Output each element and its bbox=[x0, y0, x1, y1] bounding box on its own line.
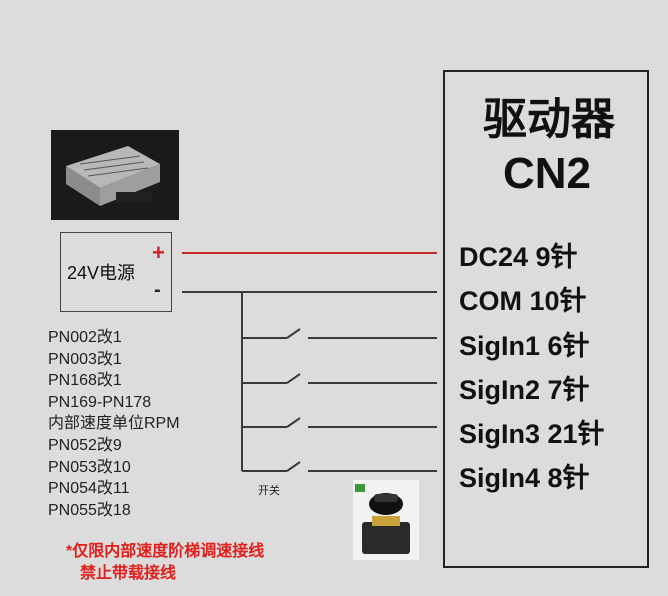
param-line: PN169-PN178 bbox=[48, 393, 152, 411]
warning-line-2: 禁止带载接线 bbox=[80, 565, 177, 582]
pin-com: COM 10针 bbox=[459, 286, 587, 316]
param-line: PN003改1 bbox=[48, 350, 122, 368]
param-line: PN054改11 bbox=[48, 480, 130, 498]
pin-sigin1: SigIn1 6针 bbox=[459, 331, 590, 361]
pin-sigin3: SigIn3 21针 bbox=[459, 419, 605, 449]
negative-terminal: - bbox=[154, 279, 161, 301]
param-line: PN052改9 bbox=[48, 436, 122, 454]
param-line: PN168改1 bbox=[48, 372, 122, 390]
power-supply-label: 24V电源 bbox=[67, 263, 136, 283]
warning-line-1: *仅限内部速度阶梯调速接线 bbox=[66, 543, 265, 560]
switch-3 bbox=[242, 417, 437, 428]
power-supply-photo bbox=[51, 130, 179, 220]
pin-dc24: DC24 9针 bbox=[459, 242, 578, 272]
power-supply-box bbox=[60, 232, 172, 312]
switch-1 bbox=[242, 328, 437, 339]
driver-title: 驱动器 bbox=[483, 95, 615, 144]
positive-terminal: + bbox=[152, 240, 165, 265]
switch-4 bbox=[242, 461, 437, 472]
pin-sigin4: SigIn4 8针 bbox=[459, 463, 590, 493]
param-line: PN053改10 bbox=[48, 458, 131, 476]
switch-2 bbox=[242, 373, 437, 384]
rotary-switch-photo bbox=[353, 480, 419, 560]
driver-box bbox=[443, 70, 649, 568]
connector-name: CN2 bbox=[503, 149, 592, 198]
param-line: 内部速度单位RPM bbox=[48, 415, 180, 433]
parameter-list: PN002改1 PN003改1 PN168改1 PN169-PN178 内部速度… bbox=[48, 327, 180, 521]
param-line: PN055改18 bbox=[48, 501, 131, 519]
param-line: PN002改1 bbox=[48, 329, 122, 346]
pin-sigin2: SigIn2 7针 bbox=[459, 375, 590, 405]
switch-label: 开关 bbox=[258, 485, 280, 497]
